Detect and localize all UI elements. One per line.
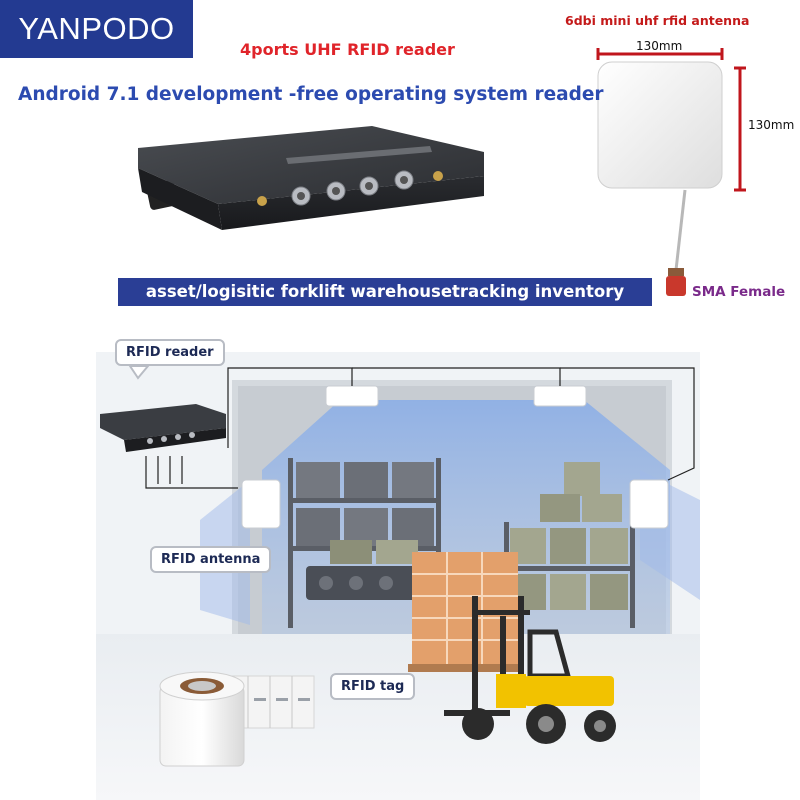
rfid-antenna-callout: RFID antenna [150,546,272,573]
antenna-width-label: 130mm [636,39,683,53]
rfid-reader-callout: RFID reader [115,339,225,366]
os-description: Android 7.1 development -free operating … [18,84,604,105]
right-shelving [330,462,635,628]
antenna-height-label: 130mm [748,118,795,132]
wall-antenna-left [241,479,281,529]
wall-antenna-right [629,479,669,529]
antenna-dimension-lines [596,48,746,192]
reader-callout-tail [128,365,151,380]
antenna-cables [145,367,695,489]
scene-reader-device [100,404,226,452]
forklift-image [444,596,616,744]
left-shelving [288,458,441,628]
antenna-title: 6dbi mini uhf rfid antenna [565,13,750,28]
application-banner: asset/logisitic forklift warehousetracki… [118,278,652,306]
reader-title: 4ports UHF RFID reader [240,40,455,59]
uhf-rfid-antenna-image [597,61,723,296]
ceiling-antenna-left [325,385,379,407]
rfid-tag-roll-image [159,671,315,767]
rfid-tag-callout: RFID tag [330,673,416,700]
sma-connector-label: SMA Female [692,284,786,300]
ceiling-antenna-right [533,385,587,407]
uhf-reader-device-image [138,126,484,230]
brand-logo: YANPODO [0,0,193,58]
